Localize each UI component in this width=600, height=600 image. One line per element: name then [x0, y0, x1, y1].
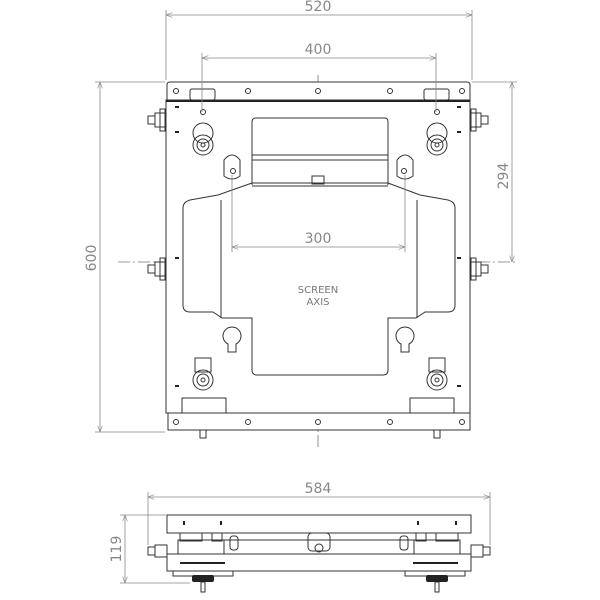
dimension-294: 294 [472, 81, 517, 262]
side-top-plate [166, 514, 472, 534]
dimension-119-label: 119 [109, 536, 125, 563]
dimension-119: 119 [109, 514, 190, 584]
dimension-400-label: 400 [305, 42, 332, 58]
screen-axis-label-line2: AXIS [307, 297, 330, 308]
bottom-flange [167, 412, 471, 431]
side-view: 584 119 [109, 481, 491, 593]
front-view: SCREEN AXIS 520 400 300 600 294 [84, 0, 518, 448]
rollers [192, 109, 448, 391]
dimension-520: 520 [165, 0, 473, 80]
top-flange [166, 81, 471, 101]
upper-window [251, 117, 389, 185]
main-plate [165, 99, 471, 414]
top-holes [173, 88, 465, 94]
dimension-584: 584 [147, 481, 491, 545]
hooks [223, 154, 414, 180]
center-latch [311, 175, 325, 185]
dimension-584-label: 584 [305, 481, 332, 497]
dimension-294-label: 294 [496, 163, 512, 190]
dimension-300: 300 [231, 175, 406, 252]
dimension-600-label: 600 [84, 245, 100, 272]
screen-axis-label-line1: SCREEN [298, 285, 338, 296]
plate-slots [175, 106, 461, 387]
dimension-300-label: 300 [305, 231, 332, 247]
dimension-400: 400 [201, 42, 437, 112]
center-cutout [182, 182, 456, 376]
dimension-600: 600 [84, 81, 165, 433]
dimension-520-label: 520 [305, 0, 332, 15]
keyholes [222, 326, 415, 353]
